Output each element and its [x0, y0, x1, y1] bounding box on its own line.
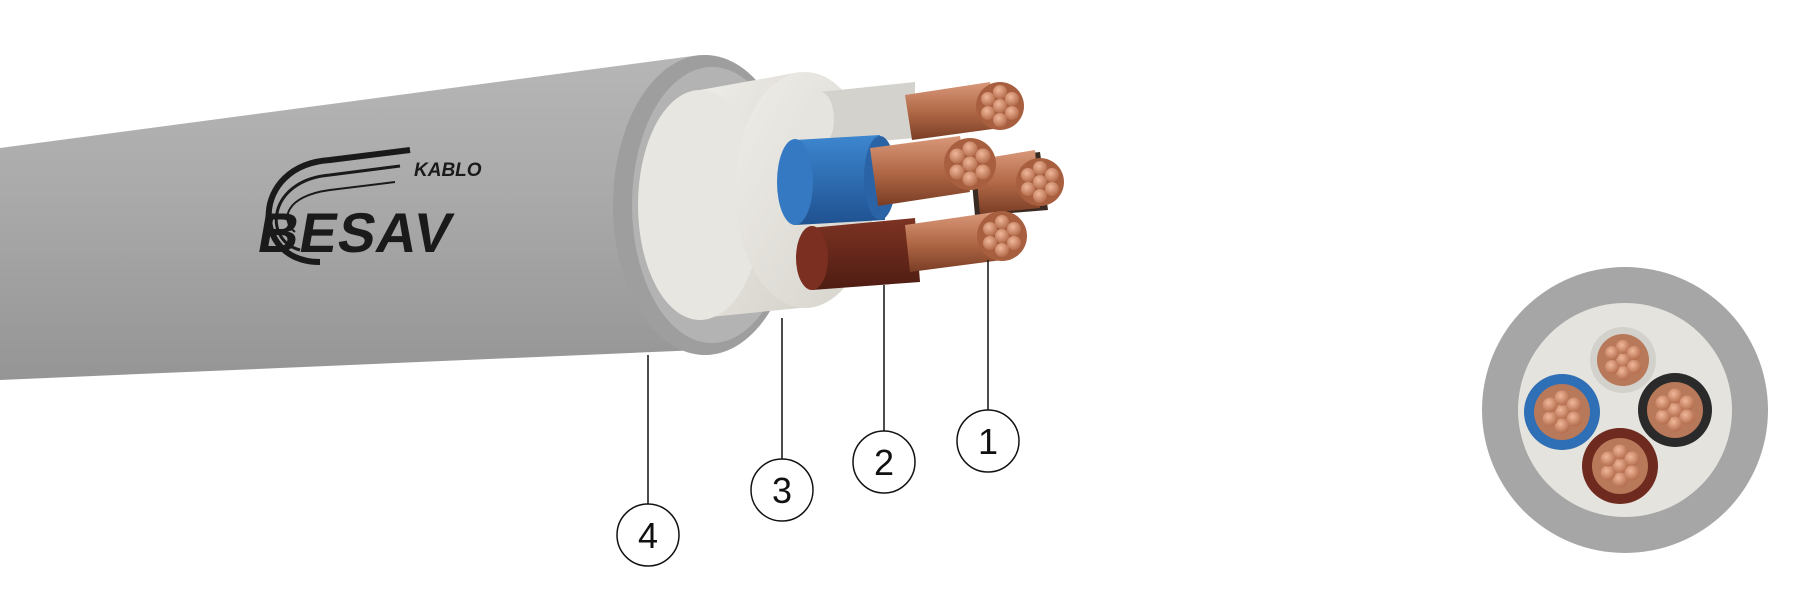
callout-4: 4 — [616, 503, 680, 567]
strand-bundle-right — [1016, 158, 1064, 206]
strand-bundle-top — [976, 82, 1024, 130]
cross-section-core-bottom — [1582, 428, 1658, 504]
brand-logo-icon — [265, 147, 411, 265]
strand-bundle-left — [944, 138, 996, 190]
callout-2: 2 — [852, 430, 916, 494]
brand-sub: KABLO — [414, 160, 482, 181]
cross-section-core-right — [1638, 373, 1712, 447]
cable-cross-section-icon — [1482, 267, 1768, 553]
cross-section-core-left — [1524, 374, 1600, 450]
callout-3: 3 — [750, 458, 814, 522]
callout-1: 1 — [956, 409, 1020, 473]
callout-number-2: 2 — [874, 442, 894, 483]
leader-lines — [647, 260, 989, 505]
strand-bundle-bottom — [977, 211, 1027, 261]
copper-strands-right — [975, 150, 1064, 214]
copper-strands-left — [870, 136, 996, 206]
brand-name: BESAV — [253, 201, 458, 264]
cross-section-core-top — [1590, 327, 1656, 393]
callout-number-4: 4 — [638, 515, 658, 556]
callout-number-3: 3 — [772, 470, 792, 511]
copper-strands-top — [905, 82, 1024, 140]
brown-core — [796, 218, 920, 290]
brand-logo: BESAV KABLO — [253, 147, 482, 265]
grey-core — [806, 82, 915, 146]
callout-number-1: 1 — [978, 421, 998, 462]
copper-strands-bottom — [905, 211, 1027, 272]
